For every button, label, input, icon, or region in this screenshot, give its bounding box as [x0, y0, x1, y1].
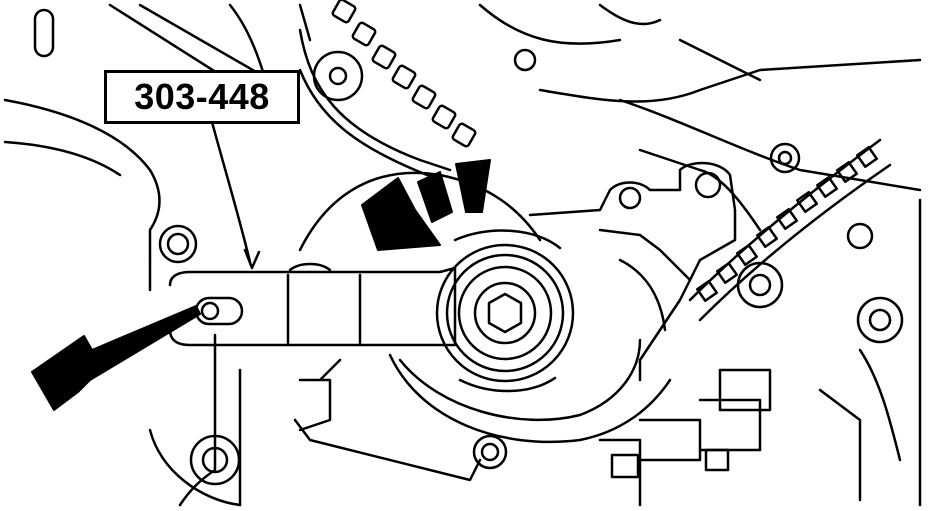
housing-right-upper — [538, 38, 922, 232]
bolt-boss-left-upper-inner — [166, 232, 190, 256]
bolt-boss-top-right — [769, 142, 801, 174]
tensioner-pulley-ring-inner — [457, 265, 553, 361]
timing-chain-links — [331, 0, 477, 148]
tool-number-label: 303-448 — [134, 76, 270, 117]
bolt-boss-top-right-inner — [777, 150, 793, 166]
callout-leader — [210, 120, 252, 264]
bolt-boss-left-upper — [158, 224, 198, 264]
block-left-contour — [148, 260, 242, 507]
engine-block-outline — [3, 98, 161, 264]
bolt-boss-right-lower — [856, 296, 904, 344]
callout-leader-tick — [243, 248, 261, 270]
bolt-boss-right — [846, 222, 874, 250]
bracket-bolt-upper-left — [618, 186, 642, 210]
housing-right-edge — [818, 198, 922, 507]
lower-housing — [238, 358, 762, 507]
bracket-bolt-upper-right — [694, 171, 722, 199]
crank-sprocket-right-inner — [748, 273, 772, 297]
bolt-boss-lower-middle — [472, 434, 508, 470]
arrow-icon — [31, 305, 201, 411]
lower-chain-guide — [388, 353, 672, 444]
bolt-boss-right-lower-inner — [868, 308, 892, 332]
bolt-head-lower — [610, 453, 640, 479]
engine-slot-outline — [33, 8, 55, 58]
timing-chain-guide — [298, 28, 452, 182]
bolt-boss-top-left — [513, 48, 537, 72]
tool-slot-pin — [200, 301, 220, 321]
tensioner-scale-arc — [453, 229, 562, 393]
housing-top-lines — [108, 3, 662, 102]
tensioner-pulley-outer — [435, 243, 575, 383]
sensor-block — [718, 368, 772, 412]
crank-sprocket-right — [736, 261, 784, 309]
tensioner-bracket — [528, 161, 737, 382]
idler-pulley-hub — [328, 66, 348, 86]
tensioner-hex-bolt — [487, 292, 523, 334]
bracket-inner-contour — [598, 228, 692, 332]
tool-callout-box: 303-448 — [104, 70, 300, 124]
rotation-arrow-icon — [361, 159, 491, 251]
bolt-head-lower-right — [704, 448, 730, 472]
tensioner-pulley-hub — [473, 281, 537, 345]
tensioner-pulley-ring — [445, 253, 565, 373]
tool-bar-body — [168, 266, 457, 347]
bolt-boss-left-lower-inner — [201, 446, 229, 474]
idler-pulley — [312, 50, 364, 102]
tool-bar-seams — [286, 262, 362, 347]
bolt-boss-lower-middle-inner — [480, 442, 500, 462]
right-chain-links — [696, 146, 878, 302]
